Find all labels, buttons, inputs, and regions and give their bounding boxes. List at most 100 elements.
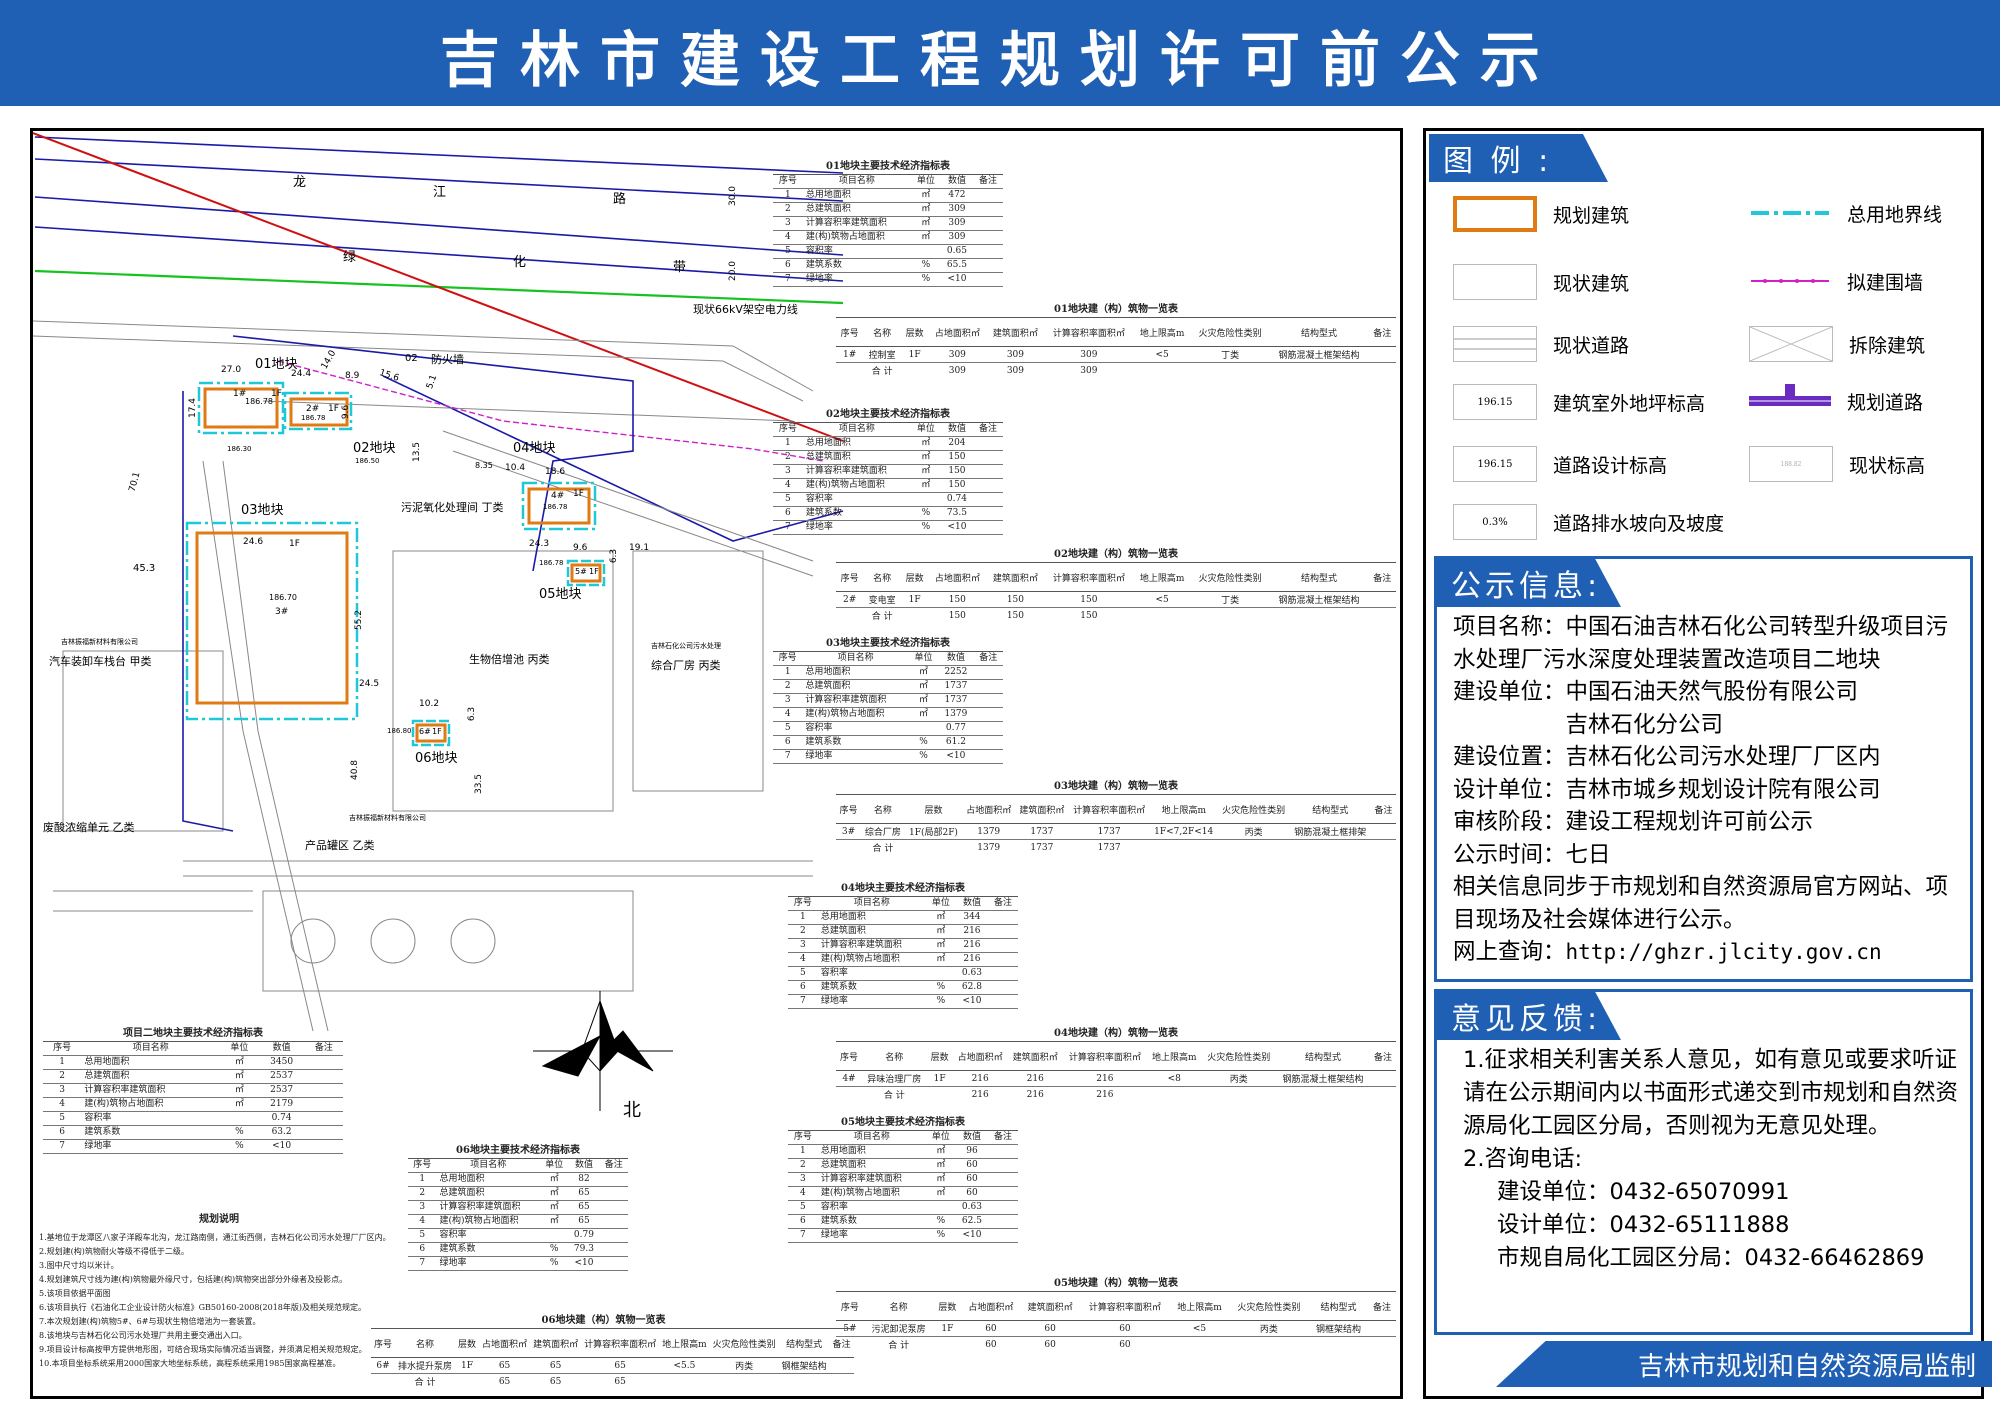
cell: <5 bbox=[1133, 591, 1191, 608]
cell: 65 bbox=[530, 1357, 582, 1374]
col-header: 备注 bbox=[1368, 317, 1396, 347]
firewall-label: 防火墙 bbox=[431, 353, 464, 366]
col-header: 项目名称 bbox=[802, 651, 909, 666]
col-header: 建筑面积㎡ bbox=[1007, 1041, 1063, 1071]
cell: ㎡ bbox=[910, 202, 941, 217]
cell: 7 bbox=[788, 1228, 818, 1243]
cell: 合 计 bbox=[872, 844, 894, 854]
plot-05-num: 5# bbox=[575, 567, 587, 576]
col-header: 结构型式 bbox=[1269, 562, 1369, 592]
cell: 合 计 bbox=[414, 1378, 436, 1388]
dim-24-5: 24.5 bbox=[359, 679, 380, 689]
cell bbox=[973, 230, 1003, 245]
cell bbox=[304, 1069, 343, 1084]
info-label: 建设位置： bbox=[1453, 744, 1566, 770]
legend-label: 现状建筑 bbox=[1553, 272, 1630, 295]
dim-13-5: 13.5 bbox=[412, 441, 423, 463]
cell: 1 bbox=[773, 188, 803, 203]
col-header: 备注 bbox=[1368, 562, 1396, 592]
cell: 总建筑面积 bbox=[802, 450, 911, 465]
cell bbox=[371, 1374, 395, 1390]
cell: 5 bbox=[773, 492, 803, 507]
plot-02-elev: 186.78 bbox=[301, 414, 326, 422]
col-header: 名称 bbox=[863, 1291, 934, 1321]
sync-note: 相关信息同步于市规划和自然资源局官方网站、项目现场及社会媒体进行公示。 bbox=[1453, 874, 1949, 933]
cell: 1 bbox=[408, 1172, 437, 1187]
col-header: 序号 bbox=[836, 562, 864, 592]
table-header-row: 序号项目名称单位数值备注 bbox=[788, 1130, 1018, 1145]
cell: 216 bbox=[971, 1089, 989, 1100]
phone-designer: 设计单位：0432-65111888 bbox=[1497, 1212, 1790, 1238]
phone-bureau: 市规自局化工园区分局：0432-66462869 bbox=[1497, 1245, 1925, 1271]
cell: 3 bbox=[773, 693, 803, 708]
notes-title: 规划说明 bbox=[199, 1214, 239, 1225]
note-line: 1.基地位于龙潭区八家子洋殿车北沟，龙江路南侧，通江街西侧，吉林石化公司污水处理… bbox=[39, 1233, 391, 1242]
note-line: 3.图中尺寸均以米计。 bbox=[39, 1261, 119, 1270]
cell: 绿地率 bbox=[817, 1228, 926, 1243]
info-header: 公示信息: bbox=[1437, 559, 1621, 607]
cell bbox=[304, 1083, 343, 1098]
cell: ㎡ bbox=[925, 910, 956, 925]
legend-item: 188.82 现状标高 bbox=[1749, 446, 1925, 482]
col-header: 层数 bbox=[904, 794, 963, 824]
col-header: 备注 bbox=[1368, 1291, 1396, 1321]
cell bbox=[973, 202, 1003, 217]
cell bbox=[1269, 608, 1368, 624]
query-url[interactable]: http://ghzr.jlcity.gov.cn bbox=[1565, 940, 1882, 964]
cell: 2 bbox=[43, 1069, 82, 1084]
cell: <10 bbox=[955, 1228, 989, 1243]
note-line: 10.本项目坐标系统采用2000国家大地坐标系统，高程系统采用1985国家高程基… bbox=[39, 1359, 341, 1368]
cell bbox=[1133, 608, 1191, 624]
note-line: 7.本次规划建(构)筑物5#、6#与现状生物倍增池为一套装置。 bbox=[39, 1317, 261, 1326]
plot-05-floors: 1F bbox=[589, 567, 599, 576]
col-header: 备注 bbox=[1370, 794, 1396, 824]
cell: 4 bbox=[773, 707, 803, 722]
cell: 96 bbox=[955, 1144, 989, 1159]
dim-10-2: 10.2 bbox=[419, 699, 440, 709]
col-header: 结构型式 bbox=[1289, 794, 1371, 824]
plot-01-floors: 1F bbox=[271, 389, 282, 399]
cell: 排水提升泵房 bbox=[395, 1357, 456, 1374]
cell: ㎡ bbox=[910, 188, 941, 203]
plot-03 bbox=[185, 521, 359, 721]
info-label: 网上查询： bbox=[1453, 939, 1566, 965]
cell: % bbox=[925, 994, 956, 1009]
cell: 62.8 bbox=[955, 980, 989, 995]
cell: 60 bbox=[1020, 1320, 1080, 1337]
cell: 1F bbox=[900, 346, 929, 363]
cell: 2179 bbox=[258, 1097, 305, 1112]
cell: 309 bbox=[948, 365, 966, 376]
dim-27: 27.0 bbox=[221, 365, 242, 375]
bldg-unload: 汽车装卸车栈台 甲类 bbox=[49, 655, 152, 668]
feedback-body: 1.征求相关利害关系人意见，如有意见或要求听证请在公示期间内以书面形式递交到市规… bbox=[1463, 1044, 1963, 1275]
cell bbox=[455, 1374, 479, 1390]
col-header: 序号 bbox=[788, 1130, 818, 1145]
cell: ㎡ bbox=[908, 693, 939, 708]
cell: 7 bbox=[788, 994, 818, 1009]
cell: 计算容积率建筑面积 bbox=[802, 693, 909, 708]
tech-table-title: 01地块主要技术经济指标表 bbox=[826, 161, 950, 172]
building-table-title: 02地块建（构）筑物一览表 bbox=[1054, 549, 1178, 560]
cell bbox=[599, 1200, 628, 1215]
cell bbox=[988, 1144, 1018, 1159]
cell: ㎡ bbox=[220, 1083, 259, 1098]
cell: % bbox=[908, 749, 939, 764]
dim-6-3b: 6.3 bbox=[467, 706, 478, 722]
cell bbox=[779, 1374, 830, 1390]
cell: 60 bbox=[1119, 1339, 1131, 1350]
cell: 3 bbox=[773, 216, 803, 231]
right-panel: 图 例 : 规划建筑 总用地界线 现状建筑 拟建围墙 现状道路 拆除建筑 196… bbox=[1423, 128, 1992, 1399]
cell bbox=[988, 1186, 1018, 1201]
